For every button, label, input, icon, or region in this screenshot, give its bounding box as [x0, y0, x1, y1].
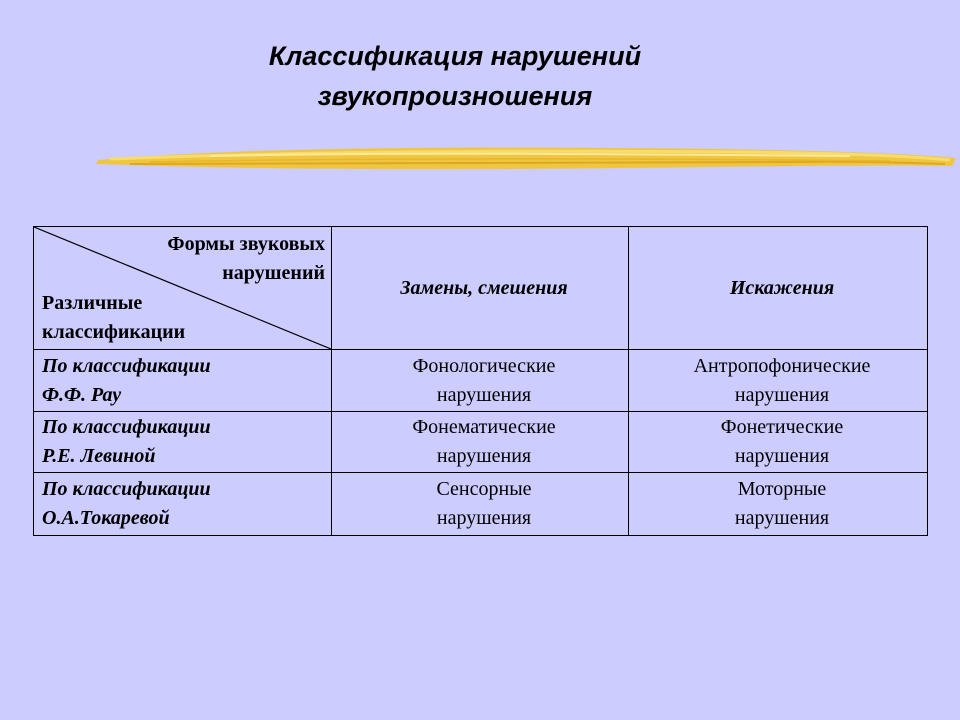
corner-label-classifications-line-1: Различные — [42, 292, 143, 314]
table-header-row: Формы звуковых нарушений Различные класс… — [33, 226, 928, 350]
cell-line-2: нарушения — [436, 445, 532, 467]
corner-label-forms-line-2: нарушений — [222, 262, 325, 284]
cell-line-1: Моторные — [737, 478, 827, 500]
corner-label-classifications: Различные классификации — [42, 289, 185, 347]
row-label: По классификации Р.Е. Левиной — [33, 411, 332, 473]
corner-label-forms: Формы звуковых нарушений — [167, 230, 325, 288]
slide-title-line-2: звукопроизношения — [317, 81, 593, 111]
cell-line-2: нарушения — [734, 445, 830, 467]
slide-title-line-1: Классификация нарушений — [268, 41, 642, 71]
row-label-line-2: Р.Е. Левиной — [42, 445, 156, 467]
cell-line-1: Фонетические — [720, 416, 844, 438]
table-row: По классификации Ф.Ф. Рау Фонологические… — [33, 349, 928, 412]
cell-line-2: нарушения — [734, 383, 830, 406]
table-row: По классификации Р.Е. Левиной Фонематиче… — [33, 411, 928, 473]
row-label-line-2: Ф.Ф. Рау — [42, 383, 122, 406]
corner-label-classifications-line-2: классификации — [42, 321, 186, 343]
diagonal-divider-line — [34, 227, 331, 349]
corner-label-forms-line-1: Формы звуковых — [167, 233, 325, 255]
yellow-brush-stroke-decoration — [96, 147, 956, 170]
classification-table: Формы звуковых нарушений Различные класс… — [33, 226, 928, 536]
slide-title: Классификация нарушений звукопроизношени… — [150, 36, 760, 116]
header-corner-cell: Формы звуковых нарушений Различные класс… — [33, 226, 332, 350]
row-label: По классификации Ф.Ф. Рау — [33, 349, 332, 412]
table-cell: Антропофонические нарушения — [628, 349, 928, 412]
cell-line-2: нарушения — [436, 507, 532, 529]
row-label-line-2: О.А.Токаревой — [42, 507, 170, 529]
row-label-line-1: По классификации — [42, 478, 211, 500]
cell-line-1: Сенсорные — [436, 478, 532, 500]
row-label-line-1: По классификации — [42, 416, 211, 438]
cell-line-1: Фонематические — [412, 416, 556, 438]
table-cell: Фонетические нарушения — [628, 411, 928, 473]
table-cell: Фонематические нарушения — [331, 411, 629, 473]
table-cell: Моторные нарушения — [628, 472, 928, 536]
cell-line-1: Антропофонические — [693, 354, 871, 377]
column-header-substitutions: Замены, смешения — [331, 226, 629, 350]
cell-line-2: нарушения — [436, 383, 532, 406]
row-label: По классификации О.А.Токаревой — [33, 472, 332, 536]
table-cell: Фонологические нарушения — [331, 349, 629, 412]
cell-line-1: Фонологические — [412, 354, 556, 377]
table-cell: Сенсорные нарушения — [331, 472, 629, 536]
column-header-distortions: Искажения — [628, 226, 928, 350]
table-row: По классификации О.А.Токаревой Сенсорные… — [33, 472, 928, 536]
cell-line-2: нарушения — [734, 507, 830, 529]
row-label-line-1: По классификации — [42, 354, 211, 377]
